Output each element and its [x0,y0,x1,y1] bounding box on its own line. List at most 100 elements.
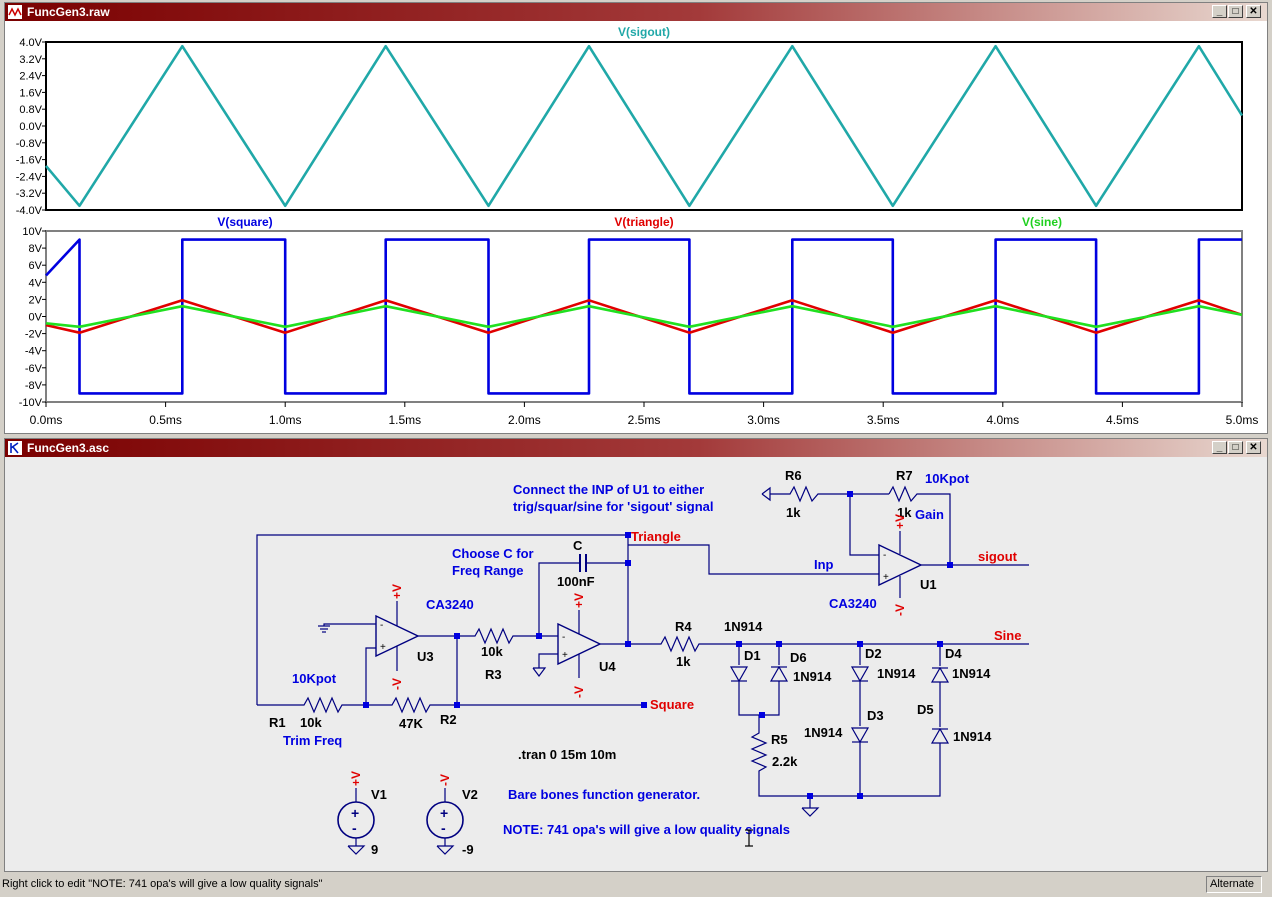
series-line-vsine[interactable] [45,304,1243,329]
r6-label[interactable]: R6 [785,468,802,483]
wire-cap-left[interactable] [538,562,580,633]
diode-d4[interactable] [930,666,950,683]
d2-model[interactable]: 1N914 [877,666,916,681]
u3-model[interactable]: CA3240 [426,597,474,612]
u1-model[interactable]: CA3240 [829,596,877,611]
resistor-r2[interactable] [366,696,644,714]
d6-model[interactable]: 1N914 [793,669,832,684]
diode-d3[interactable] [850,727,870,744]
resistor-r5[interactable] [750,715,860,797]
c-label[interactable]: C [573,538,583,553]
r2-label[interactable]: R2 [440,712,457,727]
diode-d5[interactable] [930,727,950,744]
schematic-canvas[interactable]: + - + - - + - + - + Connect the INP of U… [4,458,1268,872]
r1-value[interactable]: 10k [300,715,322,730]
series-line-vsigout[interactable] [45,44,1244,208]
u1-minus-v: -V [893,604,907,616]
u1-label[interactable]: U1 [920,577,937,592]
x-tick-label: 1.5ms [388,413,421,427]
sigout-net-label[interactable]: sigout [978,549,1018,564]
resistor-r7[interactable] [888,485,951,565]
v1-value[interactable]: 9 [371,842,378,857]
wire-triangle-to-inp[interactable] [628,544,879,575]
bare-bones-note[interactable]: Bare bones function generator. [508,787,700,802]
u4-label[interactable]: U4 [599,659,616,674]
triangle-trace-label[interactable]: V(triangle) [614,215,673,229]
c-value[interactable]: 100nF [557,574,595,589]
d5-model[interactable]: 1N914 [953,729,992,744]
resistor-r1[interactable] [257,696,366,714]
inp-net-label[interactable]: Inp [814,557,834,572]
v2-value[interactable]: -9 [462,842,474,857]
r4-value[interactable]: 1k [676,654,691,669]
triangle-net-label[interactable]: Triangle [631,529,681,544]
x-tick-label: 1.0ms [269,413,302,427]
r7-value[interactable]: 1k [897,505,912,520]
close-button[interactable]: ✕ [1246,5,1261,18]
sine-net-label[interactable]: Sine [994,628,1021,643]
y-tick-label: 0.8V [19,104,42,116]
r6-value[interactable]: 1k [786,505,801,520]
note-741[interactable]: NOTE: 741 opa's will give a low quality … [503,822,790,837]
y-tick-label: -3.2V [16,188,43,200]
choose-c-line2[interactable]: Freq Range [452,563,524,578]
resistor-r6[interactable] [770,485,850,503]
y-tick-label: 3.2V [19,54,42,66]
opamp-u1[interactable] [878,543,923,587]
d3-label[interactable]: D3 [867,708,884,723]
u3-label[interactable]: U3 [417,649,434,664]
sigout-plot-frame[interactable] [45,41,1243,211]
resistor-r3[interactable] [457,627,539,645]
d4-model[interactable]: 1N914 [952,666,991,681]
minimize-button[interactable]: _ [1212,5,1227,18]
v1-plus-v: +V [349,771,363,786]
waveform-plots[interactable]: V(sigout) 4.0V3.2V2.4V1.6V0.8V0.0V-0.8V-… [0,0,1272,434]
maximize-button[interactable]: □ [1228,5,1243,18]
y-tick-label: 2.4V [19,71,42,83]
r7-label[interactable]: R7 [896,468,913,483]
r3-value[interactable]: 10k [481,644,503,659]
diode-d1[interactable] [729,666,749,683]
y-tick-label: -4V [25,346,43,358]
trim-pot-label[interactable]: 10Kpot [292,671,337,686]
r2-value[interactable]: 47K [399,716,423,731]
diode-d6[interactable] [769,665,789,682]
square-net-label[interactable]: Square [650,697,694,712]
v2-label[interactable]: V2 [462,787,478,802]
r5-value[interactable]: 2.2k [772,754,798,769]
d1-label[interactable]: D1 [744,648,761,663]
square-trace-label[interactable]: V(square) [217,215,272,229]
r4-label[interactable]: R4 [675,619,692,634]
schematic-minimize-button[interactable]: _ [1212,441,1227,454]
y-tick-label: -1.6V [16,155,43,167]
connect-note-line2[interactable]: trig/squar/sine for 'sigout' signal [513,499,713,514]
connect-note-line1[interactable]: Connect the INP of U1 to either [513,482,704,497]
sine-trace-label[interactable]: V(sine) [1022,215,1062,229]
gain-label[interactable]: Gain [915,507,944,522]
d3-model[interactable]: 1N914 [804,725,843,740]
sigout-trace-label[interactable]: V(sigout) [618,25,670,39]
r1-label[interactable]: R1 [269,715,286,730]
choose-c-line1[interactable]: Choose C for [452,546,534,561]
schematic-titlebar[interactable]: FuncGen3.asc _ □ ✕ [5,439,1267,457]
y-tick-label: -2.4V [16,171,43,183]
d1-model[interactable]: 1N914 [724,619,763,634]
resistor-r4[interactable] [628,635,1029,653]
waveform-titlebar[interactable]: FuncGen3.raw _ □ ✕ [5,3,1267,21]
d6-label[interactable]: D6 [790,650,807,665]
schematic-close-button[interactable]: ✕ [1246,441,1261,454]
r3-label[interactable]: R3 [485,667,502,682]
v1-minus-sign: - [352,820,357,836]
schematic-maximize-button[interactable]: □ [1228,441,1243,454]
d2-label[interactable]: D2 [865,646,882,661]
diode-d2[interactable] [850,666,870,683]
v1-label[interactable]: V1 [371,787,387,802]
tran-directive[interactable]: .tran 0 15m 10m [518,747,616,762]
series-line-vsquare[interactable] [45,238,1242,395]
trim-freq-label[interactable]: Trim Freq [283,733,342,748]
wire-feedback-loop[interactable] [256,534,628,705]
d4-label[interactable]: D4 [945,646,962,661]
gain-pot-label[interactable]: 10Kpot [925,471,970,486]
r5-label[interactable]: R5 [771,732,788,747]
d5-label[interactable]: D5 [917,702,934,717]
